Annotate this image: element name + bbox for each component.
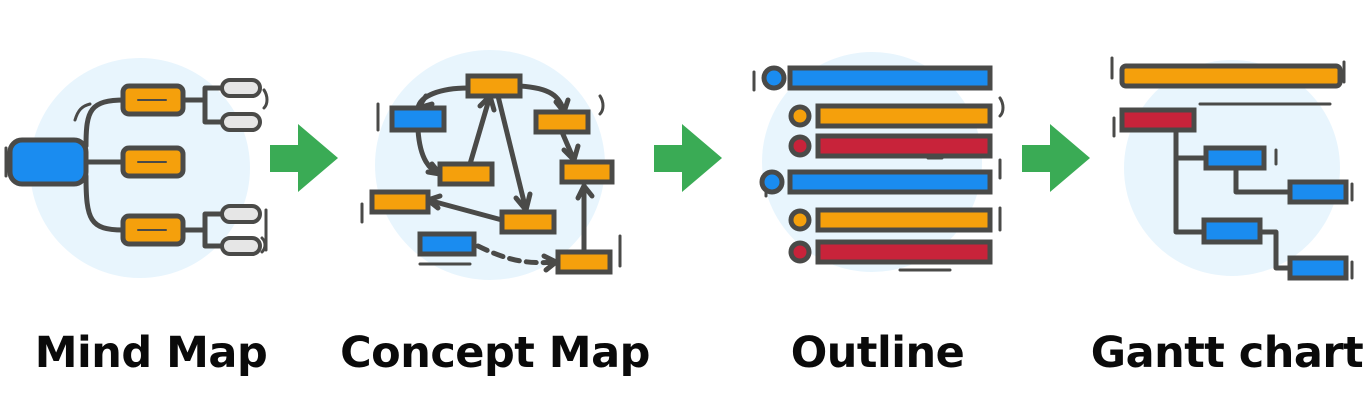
right-arrow-icon <box>270 124 338 192</box>
right-arrow-icon <box>1022 124 1090 192</box>
concept-map-node <box>437 161 495 187</box>
gantt-task-bar <box>1287 179 1349 205</box>
outline-subtopic-bar <box>815 207 993 233</box>
mind-map-diagram <box>4 58 269 278</box>
gantt-task-bar <box>1287 255 1349 281</box>
outline-bullet-icon <box>788 208 812 232</box>
mind-map-subtopic-node <box>220 78 262 98</box>
concept-map-node <box>499 209 557 235</box>
outline-bullet-icon <box>759 169 785 195</box>
concept-map-node <box>533 109 591 135</box>
mind-map-subtopic-node <box>220 204 262 224</box>
outline-diagram <box>752 52 1005 272</box>
concept-map-node <box>465 73 523 99</box>
mind-map-subtopic-node <box>220 112 262 132</box>
concept-map-node <box>389 105 447 133</box>
outline-label: Outline <box>790 328 965 378</box>
mind-map-label: Mind Map <box>34 328 268 378</box>
concept-map-node <box>555 249 613 275</box>
gantt-chart-label: Gantt chart <box>1090 328 1364 378</box>
concept-map-dashed-link <box>475 243 559 266</box>
concept-map-label: Concept Map <box>340 328 650 378</box>
outline-topic-bar <box>787 65 993 91</box>
outline-subtopic-bar <box>815 133 993 159</box>
mind-map-connectors <box>83 85 225 249</box>
outline-bullet-icon <box>788 240 812 264</box>
concept-map-node <box>369 189 431 215</box>
right-arrow-icon <box>654 124 722 192</box>
outline-bullet-icon <box>761 65 787 91</box>
gantt-chart-diagram <box>1110 56 1354 281</box>
outline-bullet-icon <box>788 104 812 128</box>
mind-map-sketch-lines <box>4 88 269 254</box>
mind-map-subtopic-node <box>220 236 262 256</box>
mind-map-central-node <box>7 137 89 187</box>
concept-map-node <box>417 231 477 257</box>
outline-subtopic-bar <box>815 103 993 129</box>
gantt-summary-bar <box>1119 63 1343 89</box>
outline-subtopic-bar <box>815 239 993 265</box>
gantt-dependency-lines <box>1173 125 1293 271</box>
outline-bullet-icon <box>788 134 812 158</box>
outline-topic-bar <box>787 169 993 195</box>
gantt-task-bar <box>1203 145 1267 171</box>
concept-map-node <box>559 159 615 185</box>
gantt-task-bar <box>1119 107 1197 133</box>
concept-map-diagram <box>360 50 622 280</box>
gantt-task-bar <box>1201 217 1263 245</box>
